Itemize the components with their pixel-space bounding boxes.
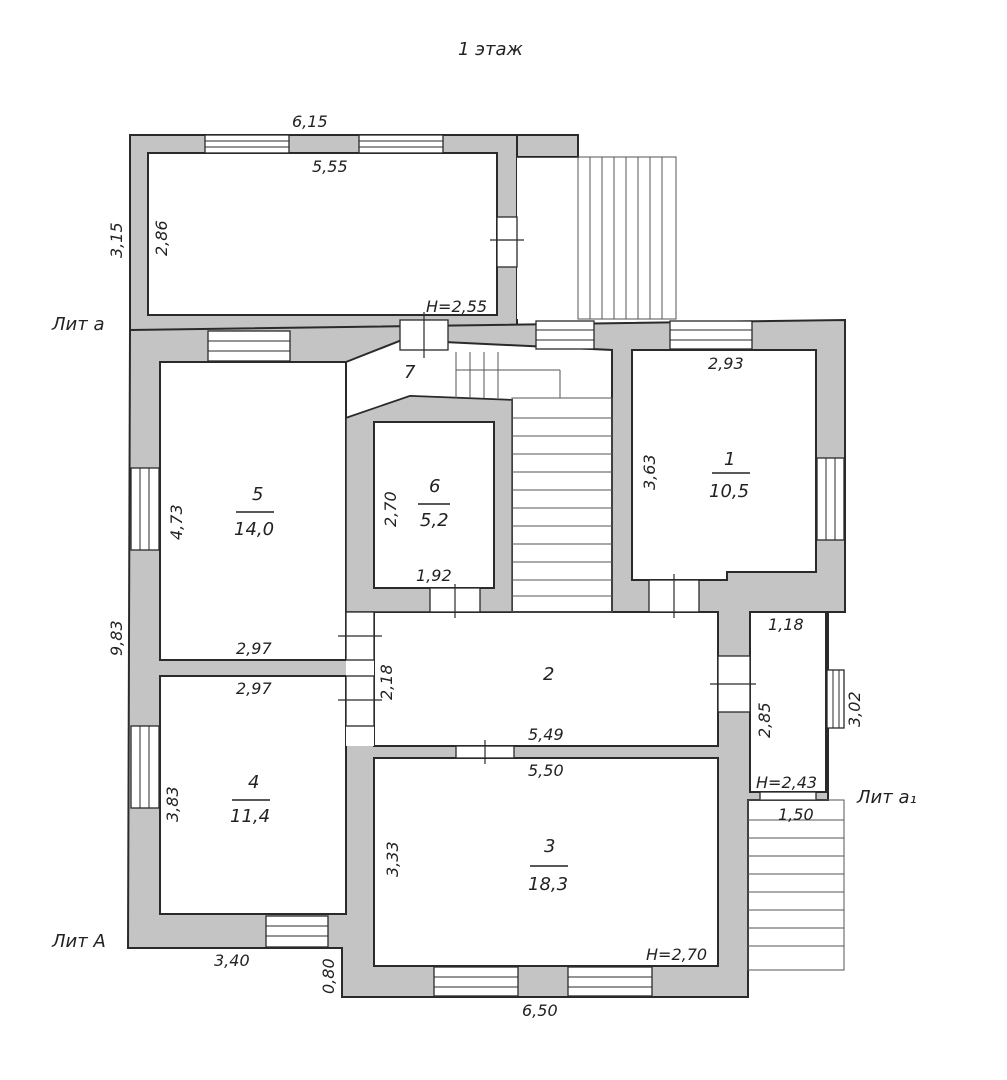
dimension-room1-width: 2,93 <box>708 354 744 373</box>
dimension-bottom-left: 3,40 <box>214 951 250 970</box>
floor-title: 1 этаж <box>458 39 524 60</box>
height-lit-a: Н=2,55 <box>426 297 487 316</box>
dimension-room-a1-width: 1,18 <box>768 615 804 634</box>
dimension-room-a1-height: 2,85 <box>755 702 774 738</box>
dimension-room4-height: 3,83 <box>163 786 182 822</box>
dimension-top-inner: 5,55 <box>312 157 348 176</box>
room-labels: 1 10,5 2 3 18,3 4 11,4 5 14,0 6 5,2 7 <box>230 362 750 895</box>
room-1-area: 10,5 <box>709 481 749 502</box>
dimension-room6-width: 1,92 <box>416 566 452 585</box>
room-6-number: 6 <box>429 476 440 497</box>
room-3 <box>373 757 719 967</box>
room-2-number: 2 <box>543 664 554 685</box>
entrance-stairs-top <box>577 156 677 320</box>
room-4 <box>159 675 347 915</box>
dimension-top-outer: 6,15 <box>292 112 328 131</box>
lit-A-label: Лит А <box>51 931 106 952</box>
door <box>496 216 518 268</box>
height-lit-A: Н=2,70 <box>646 945 707 964</box>
dimension-step: 0,80 <box>319 958 338 994</box>
room-3-area: 18,3 <box>528 874 568 895</box>
dimension-lit-a1-bottom: 1,50 <box>778 805 814 824</box>
room-6-area: 5,2 <box>420 510 449 531</box>
dimension-room4-top: 2,97 <box>236 679 272 698</box>
dimension-room5-height: 4,73 <box>167 504 186 540</box>
room-5-area: 14,0 <box>234 519 274 540</box>
dimension-room3-height: 3,33 <box>383 841 402 877</box>
window <box>358 134 444 154</box>
entrance-stairs-bottom <box>747 799 845 971</box>
room-4-number: 4 <box>248 772 259 793</box>
room-lit-a1 <box>749 611 827 793</box>
room-5-number: 5 <box>252 484 263 505</box>
dimension-right-a1: 3,02 <box>845 691 864 727</box>
dimension-room6-height: 2,70 <box>381 491 400 527</box>
dimension-bottom-right: 6,50 <box>522 1001 558 1020</box>
dimension-room3-top: 5,50 <box>528 761 564 780</box>
lit-a-label: Лит а <box>51 314 104 335</box>
room-3-number: 3 <box>544 836 555 857</box>
lit-a1-label: Лит а₁ <box>856 787 917 808</box>
doors <box>338 312 817 801</box>
room-5 <box>159 361 347 661</box>
room-1 <box>631 349 817 581</box>
windows <box>130 320 845 997</box>
room-4-area: 11,4 <box>230 806 270 827</box>
window <box>204 134 290 154</box>
interior-stairs <box>455 352 613 613</box>
dimension-room5-bottom: 2,97 <box>236 639 272 658</box>
dimension-room1-height: 3,63 <box>640 454 659 490</box>
dimension-lita-side-inner: 2,86 <box>152 220 171 256</box>
dimension-lita-side-outer: 3,15 <box>107 222 126 258</box>
dimension-corridor-bottom: 5,49 <box>528 725 564 744</box>
dimension-left-total: 9,83 <box>107 620 126 656</box>
room-1-number: 1 <box>724 449 735 470</box>
dimension-labels: 6,15 5,55 2,93 1,92 2,97 2,97 1,18 5,49 … <box>107 112 864 1020</box>
lit-a-annex <box>129 134 579 334</box>
dimension-corridor-height: 2,18 <box>377 664 396 700</box>
room-7-number: 7 <box>404 362 416 383</box>
height-lit-a1: Н=2,43 <box>756 773 817 792</box>
